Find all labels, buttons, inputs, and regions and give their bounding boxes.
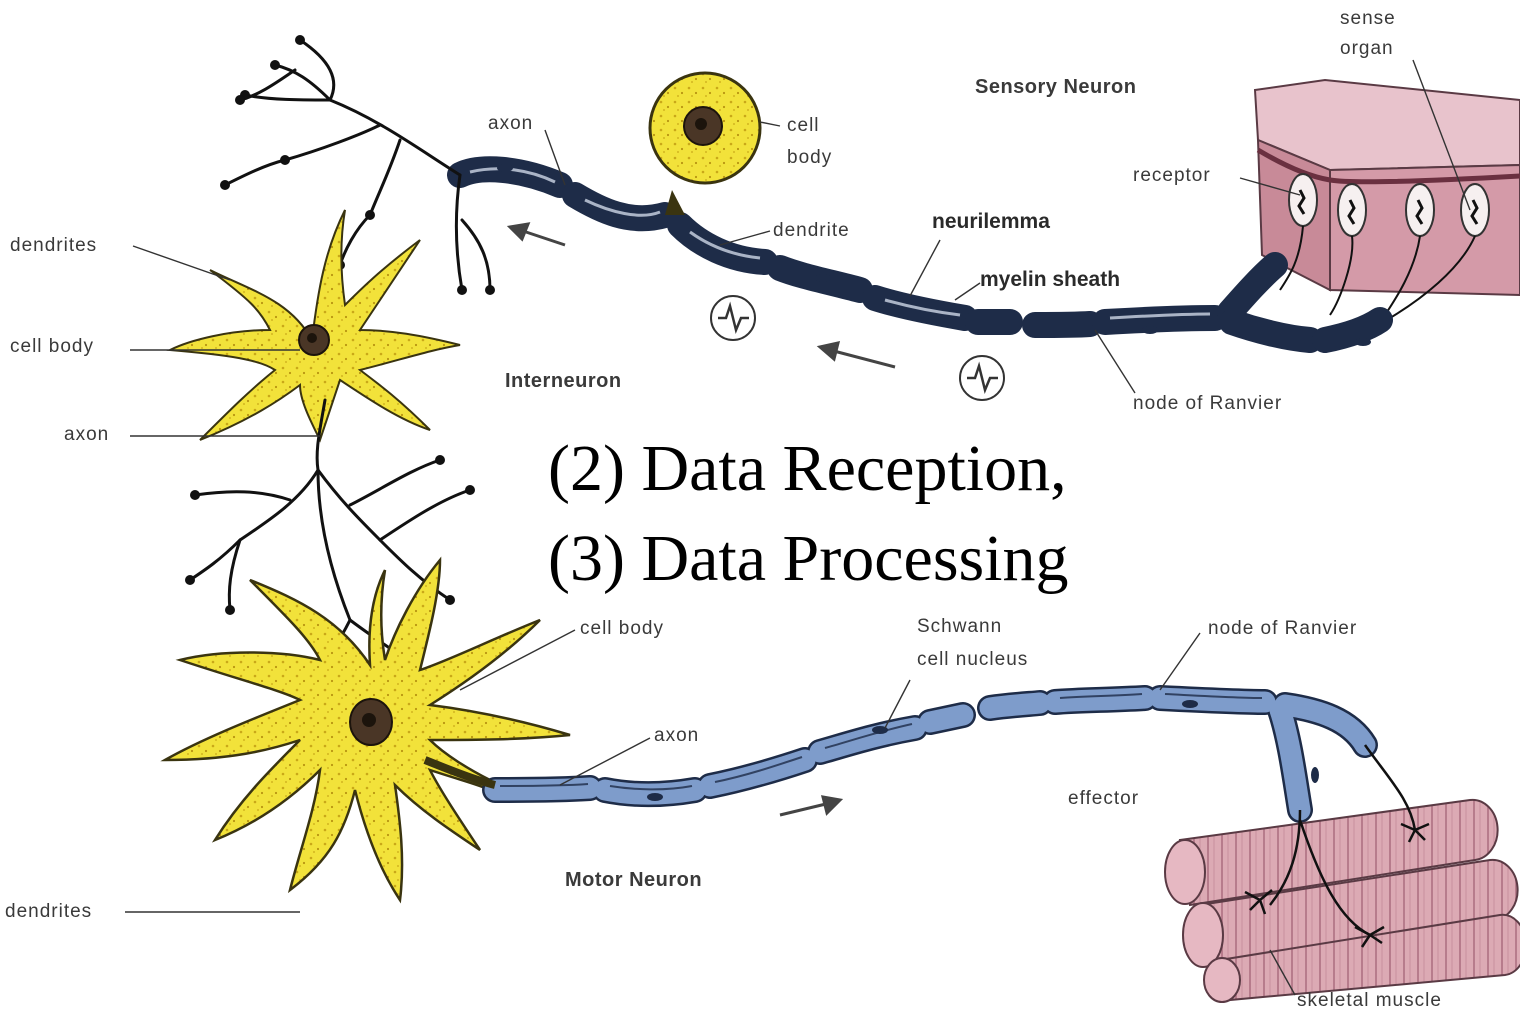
axon-label-top: axon: [488, 113, 533, 135]
motor-neuron-title: Motor Neuron: [565, 869, 702, 892]
cell-body-label-top-line1: cell: [787, 115, 820, 137]
axon-label-motor: axon: [654, 725, 699, 747]
sense-organ-skin-block: [1255, 80, 1520, 318]
cell-body-label-motor: cell body: [580, 618, 664, 640]
cell-body-label-left: cell body: [10, 336, 94, 358]
interneuron-title: Interneuron: [505, 370, 622, 393]
caption-line1: (2) Data Reception,: [548, 425, 1067, 513]
interneuron-cell-body: [170, 210, 460, 440]
schwann-label-line1: Schwann: [917, 616, 1002, 638]
node-of-ranvier-label-top: node of Ranvier: [1133, 393, 1282, 415]
neurilemma-label: neurilemma: [932, 210, 1050, 234]
action-potential-icon: [711, 296, 755, 340]
node-of-ranvier-label-bottom: node of Ranvier: [1208, 618, 1357, 640]
axon-label-left: axon: [64, 424, 109, 446]
dendrites-label-bottom: dendrites: [5, 901, 92, 923]
caption-line2: (3) Data Processing: [548, 515, 1069, 603]
action-potential-icon: [960, 356, 1004, 400]
receptor-label: receptor: [1133, 165, 1211, 187]
sensory-neuron-title: Sensory Neuron: [975, 76, 1136, 99]
dendrite-label: dendrite: [773, 220, 850, 242]
sensory-cell-body: [650, 73, 760, 215]
sense-organ-label-line2: organ: [1340, 38, 1394, 60]
schwann-label-line2: cell nucleus: [917, 649, 1028, 671]
sensory-neuron-axon: [460, 169, 1380, 340]
skeletal-muscle-label: skeletal muscle: [1297, 990, 1442, 1010]
interneuron: [225, 40, 490, 290]
dendrites-label-left: dendrites: [10, 235, 97, 257]
sense-organ-label-line1: sense: [1340, 8, 1396, 30]
cell-body-label-top-line2: body: [787, 147, 832, 169]
myelin-sheath-label: myelin sheath: [980, 268, 1120, 292]
effector-label: effector: [1068, 788, 1139, 810]
skeletal-muscle: [1165, 745, 1520, 1002]
